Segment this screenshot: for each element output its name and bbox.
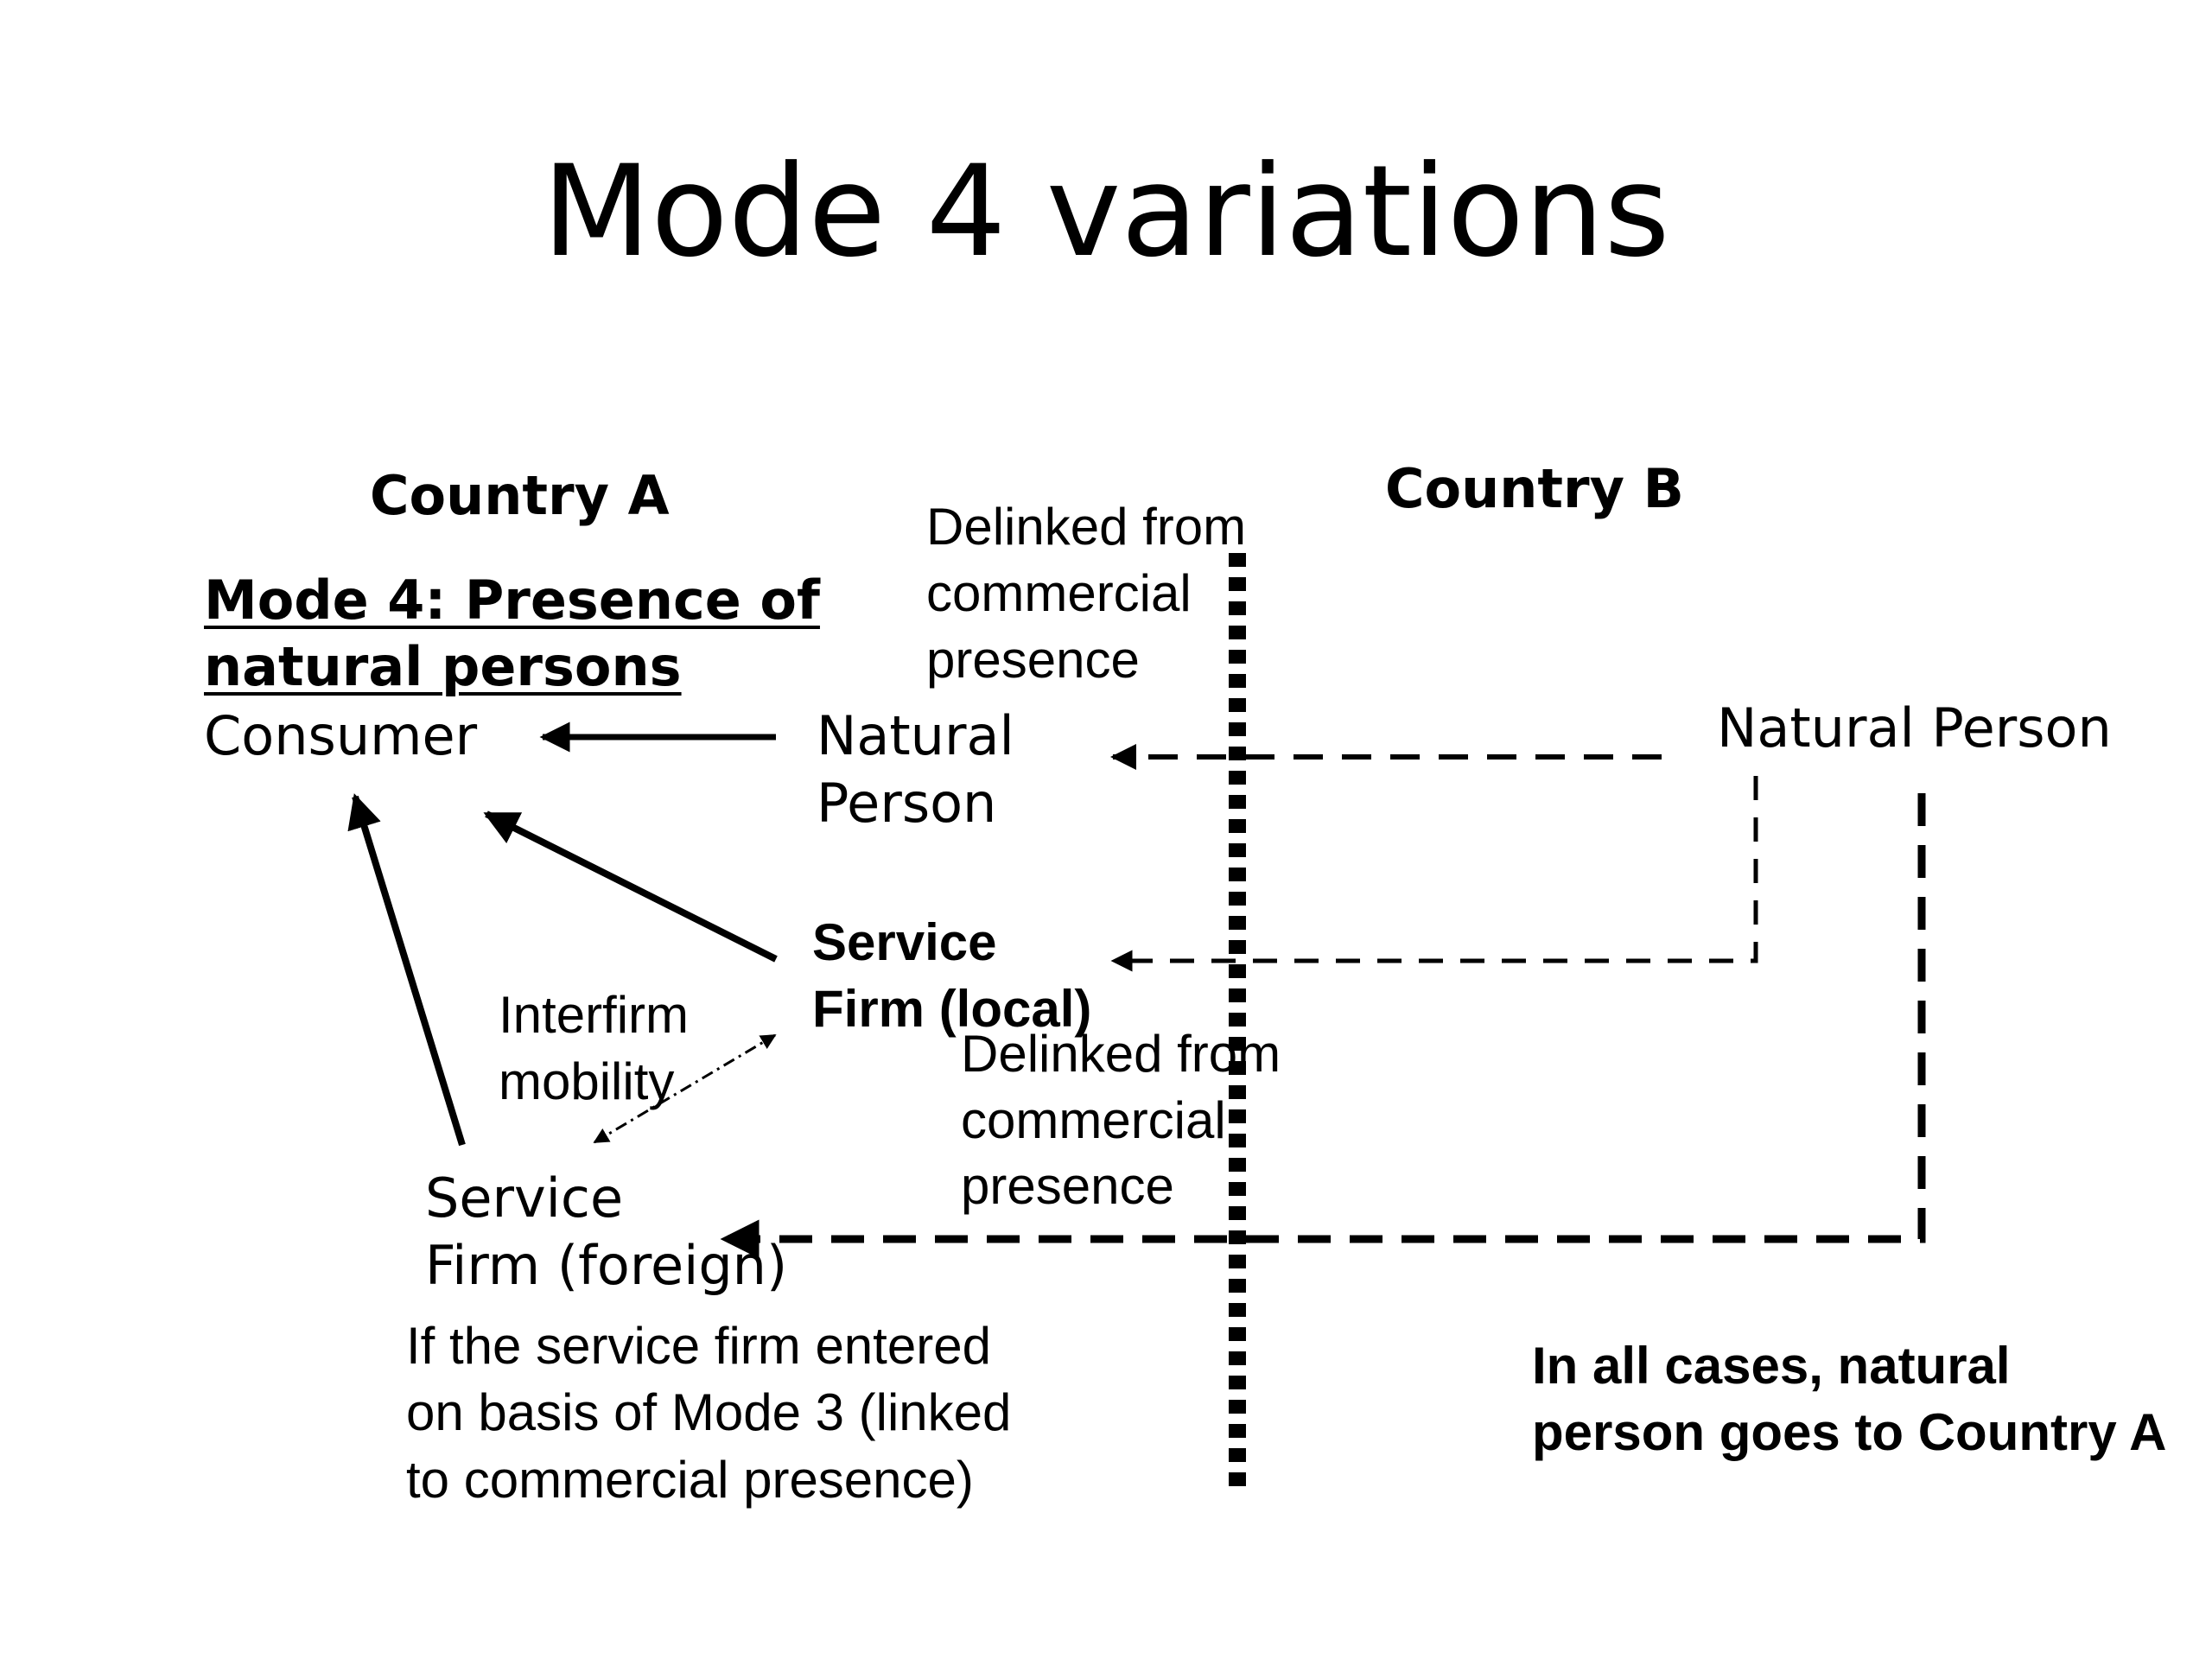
all-cases-note-line2: person goes to Country A bbox=[1532, 1403, 2167, 1461]
delinked-mid-line1: Delinked from bbox=[961, 1025, 1281, 1083]
interfirm-mobility-line2: mobility bbox=[499, 1052, 675, 1110]
all-cases-note-line1: In all cases, natural bbox=[1532, 1337, 2011, 1395]
arrow-person-b-to-foreign-firm bbox=[720, 793, 1926, 1259]
country-a-heading: Country A bbox=[370, 464, 670, 527]
country-b-heading: Country B bbox=[1385, 457, 1684, 520]
arrow-person-b-to-local-firm bbox=[1110, 776, 1758, 972]
service-firm-local-line2: Firm (local) bbox=[812, 980, 1092, 1038]
delinked-mid-line2: commercial bbox=[961, 1091, 1226, 1149]
mode3-note-line3: to commercial presence) bbox=[406, 1451, 974, 1509]
natural-person-a-line1: Natural bbox=[817, 704, 1014, 767]
delinked-mid-line3: presence bbox=[961, 1157, 1174, 1215]
mode3-note-line1: If the service firm entered bbox=[406, 1317, 991, 1375]
arrow-interfirm-mobility bbox=[593, 1033, 777, 1144]
service-firm-local-line1: Service bbox=[812, 913, 997, 971]
mode4-heading-line2: natural persons bbox=[204, 635, 682, 698]
arrow-foreign-firm-to-consumer bbox=[347, 793, 466, 1147]
delinked-top-line1: Delinked from bbox=[926, 498, 1247, 556]
interfirm-mobility-line1: Interfirm bbox=[499, 986, 690, 1044]
arrow-local-firm-to-consumer bbox=[483, 810, 778, 963]
service-firm-foreign-line1: Service bbox=[425, 1166, 624, 1230]
natural-person-a-line2: Person bbox=[817, 772, 997, 835]
mode3-note-line2: on basis of Mode 3 (linked bbox=[406, 1383, 1012, 1441]
slide-title: Mode 4 variations bbox=[542, 138, 1670, 285]
mode4-heading-line1: Mode 4: Presence of bbox=[204, 569, 820, 632]
delinked-top-line3: presence bbox=[926, 631, 1140, 689]
consumer-label: Consumer bbox=[204, 704, 478, 767]
natural-person-b-label: Natural Person bbox=[1717, 696, 2112, 760]
delinked-top-line2: commercial bbox=[926, 564, 1192, 622]
service-firm-foreign-line2: Firm (foreign) bbox=[425, 1234, 788, 1297]
